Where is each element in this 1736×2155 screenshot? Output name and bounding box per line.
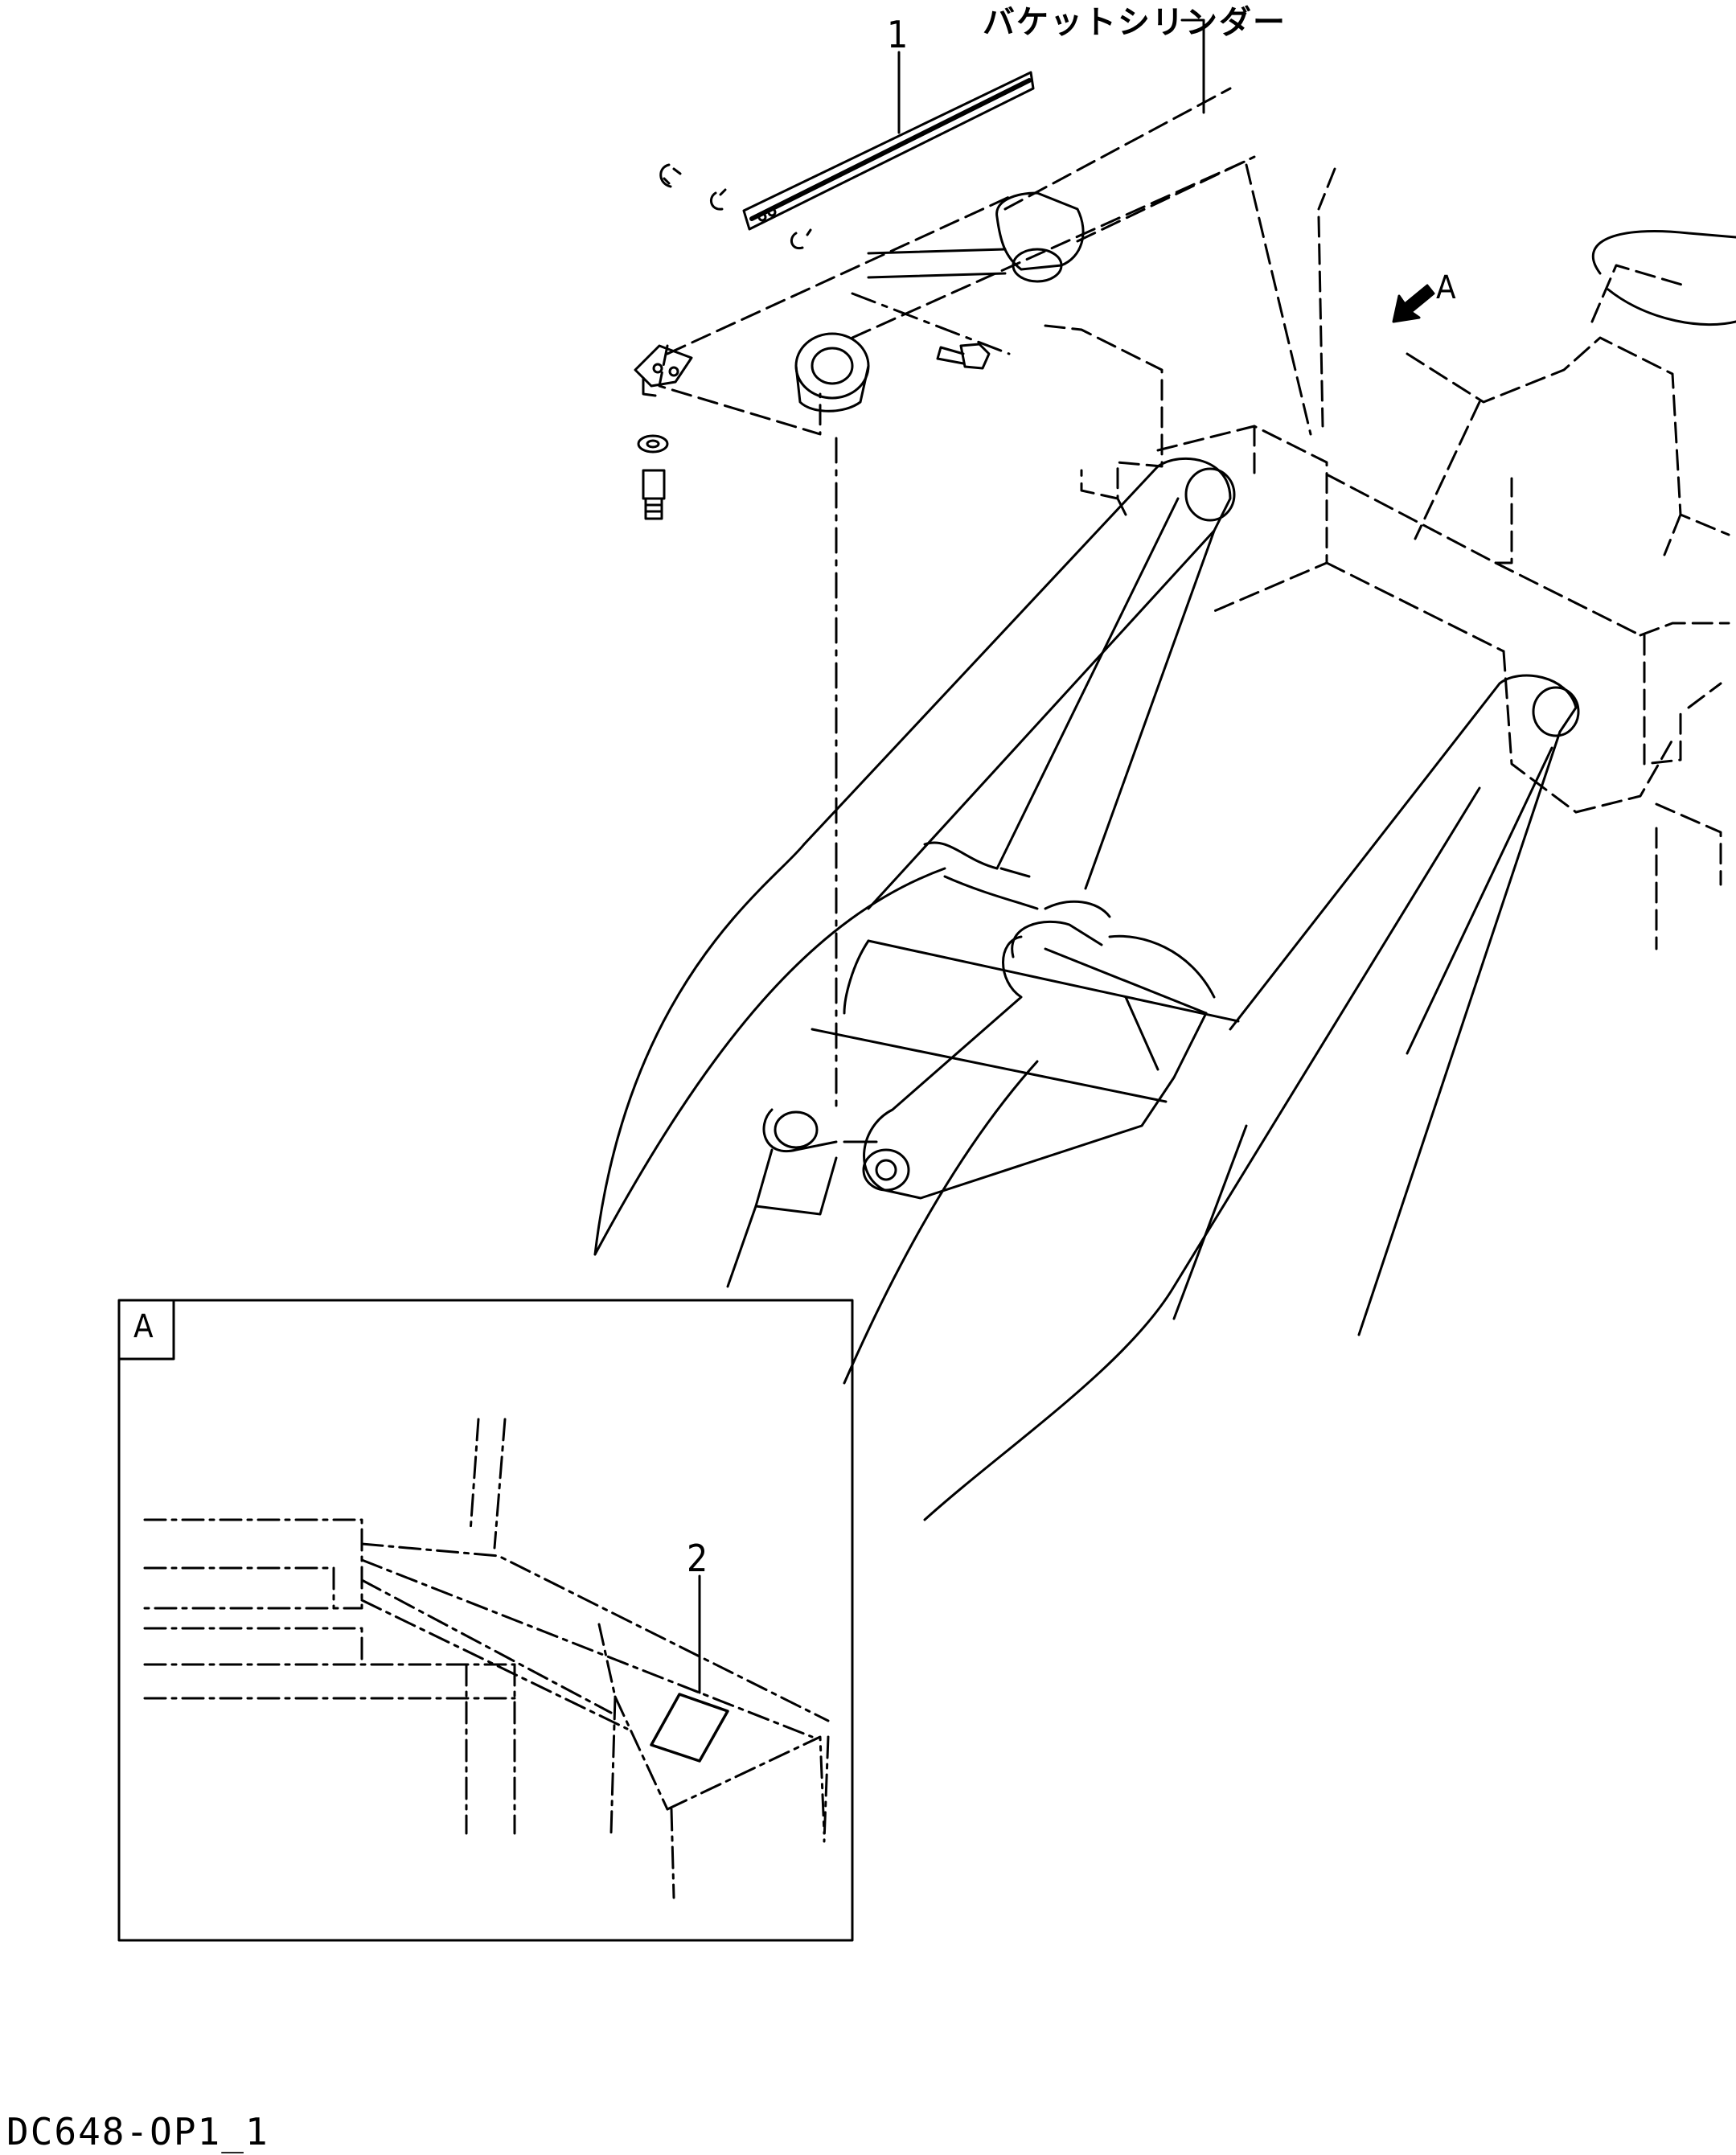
bucket-cylinder	[666, 87, 1256, 355]
detail-view-lines	[143, 1418, 830, 1899]
cross-tube	[811, 841, 1240, 1103]
frame-contours	[593, 867, 1039, 1385]
bell-crank	[862, 935, 1208, 1200]
bracket-plate	[634, 344, 693, 397]
bolt-angled	[936, 343, 991, 370]
hardware-clips	[659, 163, 812, 250]
lift-arm-left	[593, 457, 1236, 1256]
view-arrow-icon	[1392, 284, 1435, 323]
detail-view-frame	[117, 1299, 854, 1942]
callout-part-2: 2	[687, 1537, 708, 1580]
lift-arm-right	[923, 674, 1580, 1521]
cylinder-rod-end	[867, 191, 1085, 283]
bucket-cylinder-label: バケットシリンダー	[983, 4, 1287, 41]
bucket-link	[726, 1108, 878, 1288]
callout-part-1: 1	[887, 13, 909, 56]
strap-bar-part-1	[742, 71, 1035, 231]
label-plate-part-2	[650, 1693, 729, 1763]
washer	[637, 434, 669, 454]
detail-view-label: A	[133, 1308, 154, 1345]
pin-boss	[794, 332, 870, 413]
loader-frame	[1044, 163, 1730, 950]
cylinder-leader-line	[1180, 18, 1205, 114]
assembly-line-2	[851, 292, 1011, 355]
cab-fender	[1591, 230, 1736, 326]
bolt-vertical	[642, 469, 666, 520]
drawing-code: DC648-OP1_1	[6, 2110, 269, 2153]
view-arrow-label: A	[1436, 269, 1456, 306]
mount-plate	[658, 344, 822, 436]
